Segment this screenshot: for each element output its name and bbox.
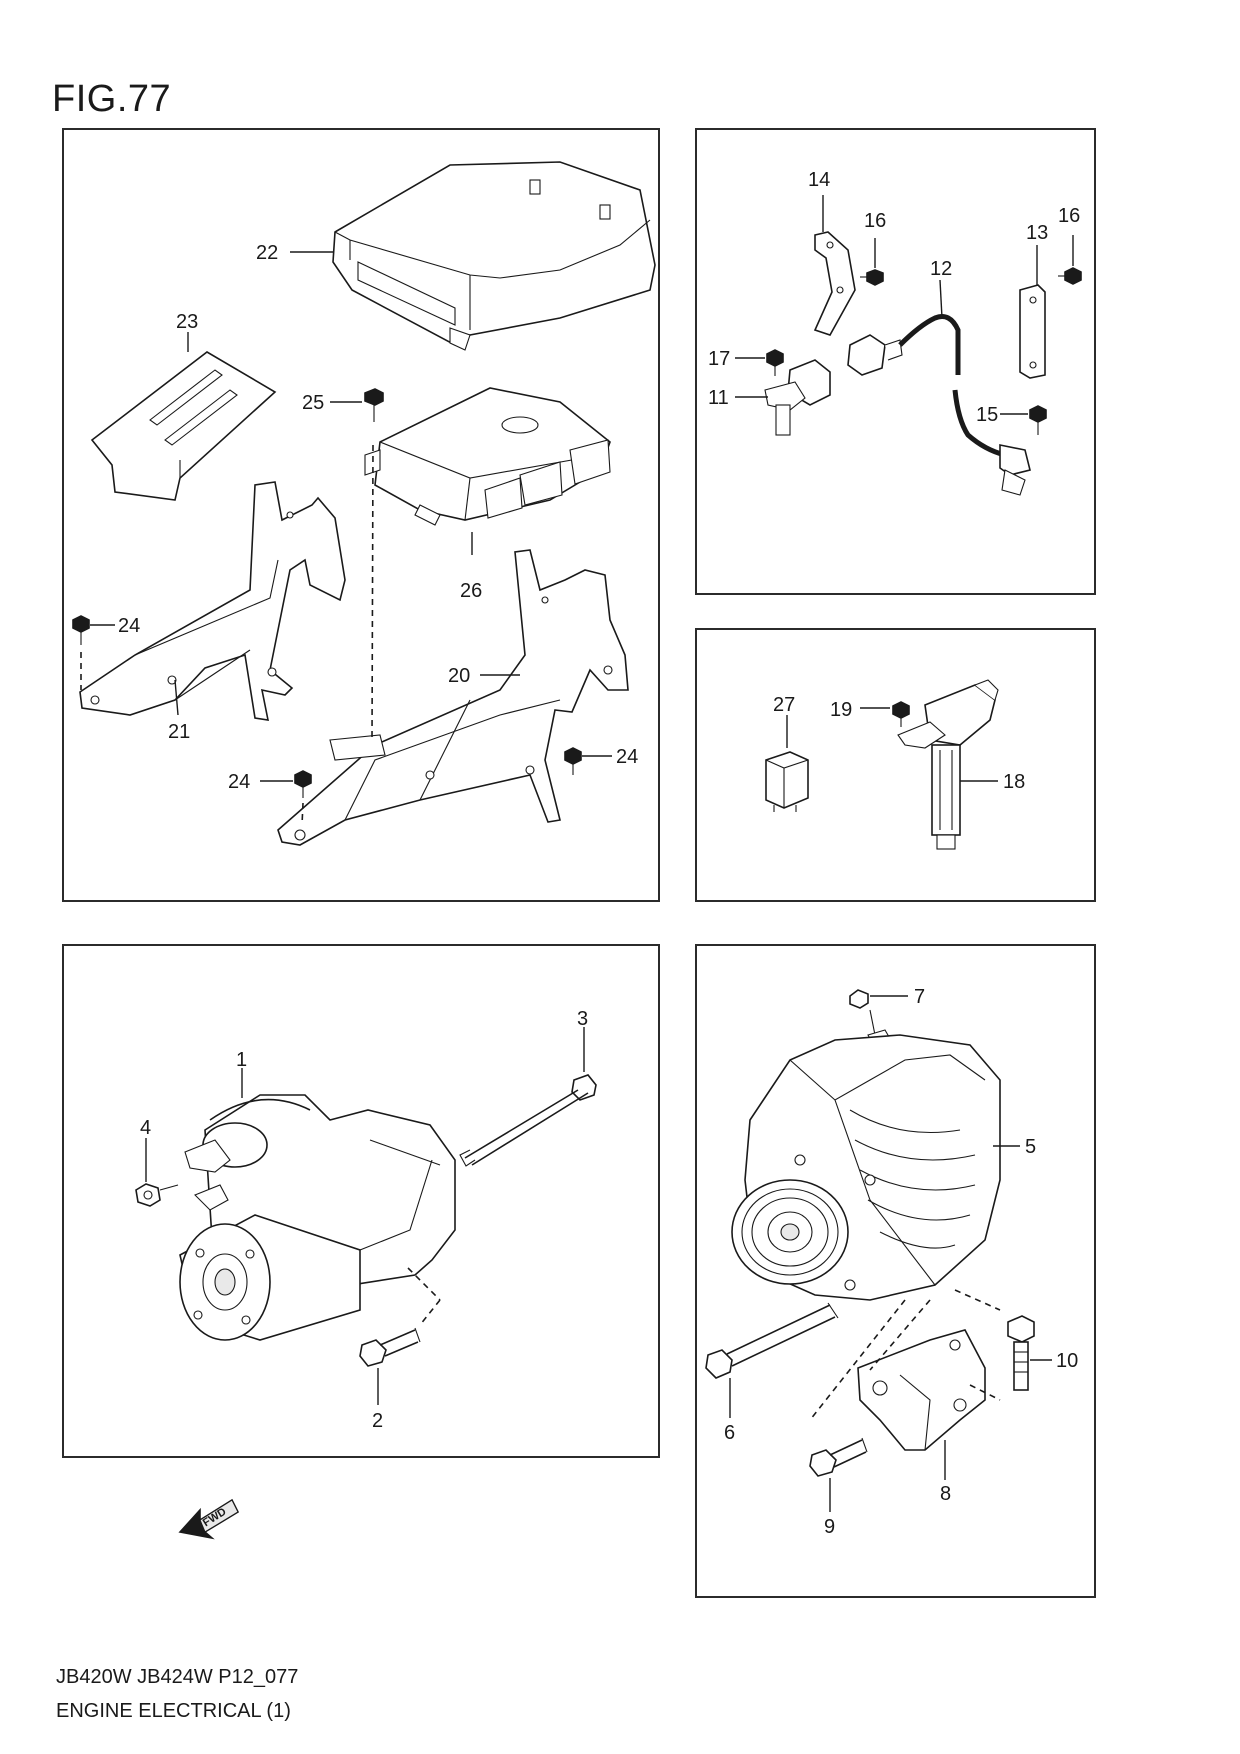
callout-7: 7 [914, 986, 925, 1008]
callout-11: 11 [708, 387, 729, 409]
starter-nut-4 [135, 1138, 179, 1207]
callout-3: 3 [577, 1008, 588, 1030]
bolt-24-mid [294, 770, 312, 826]
ecu-bracket-right [277, 549, 629, 846]
callout-5: 5 [1025, 1136, 1036, 1158]
alternator-bolt-9 [809, 1437, 868, 1512]
callout-25: 25 [302, 392, 324, 414]
callout-2: 2 [372, 1410, 383, 1432]
callout-18: 18 [1003, 771, 1025, 793]
callout-21: 21 [168, 721, 190, 743]
callout-24-right: 24 [616, 746, 638, 768]
callout-1: 1 [236, 1049, 247, 1071]
ecu-bracket-left [79, 481, 346, 721]
callout-8: 8 [940, 1483, 951, 1505]
bolt-24-left [72, 615, 90, 690]
sensor-bracket-13 [1019, 245, 1046, 379]
ecu-module [364, 387, 611, 526]
model-code: JB420W JB424W P12_077 [56, 1666, 299, 1688]
callout-24-left: 24 [118, 615, 140, 637]
callout-23: 23 [176, 311, 198, 333]
bolt-15 [1000, 405, 1047, 435]
relay-27 [765, 715, 809, 812]
callout-26: 26 [460, 580, 482, 602]
alternator-bolt-6 [705, 1302, 839, 1418]
callout-22: 22 [256, 242, 278, 264]
callout-24-mid: 24 [228, 771, 250, 793]
ecu-cover [332, 161, 656, 351]
callout-16-b: 16 [1058, 205, 1080, 227]
callout-12: 12 [930, 258, 952, 280]
callout-16-a: 16 [864, 210, 886, 232]
callout-6: 6 [724, 1422, 735, 1444]
callout-17: 17 [708, 348, 730, 370]
fwd-arrow-icon: FWD [178, 1498, 240, 1540]
bolt-16-b [1058, 235, 1082, 285]
bolt-24-right [564, 747, 582, 775]
alternator-5 [731, 1009, 1020, 1301]
callout-14: 14 [808, 169, 830, 191]
section-title: ENGINE ELECTRICAL (1) [56, 1700, 291, 1722]
panel-ignition-coil [695, 628, 1096, 902]
bolt-19 [860, 701, 910, 727]
leaders-panel-1 [90, 251, 612, 782]
sensor-bracket-14 [813, 195, 856, 336]
callout-10: 10 [1056, 1350, 1078, 1372]
alternator-nut-7 [849, 989, 908, 1009]
ecu-bracket-plate [90, 351, 277, 501]
starter-bolt-2 [359, 1327, 421, 1405]
figure-title: FIG.77 [52, 78, 172, 120]
callout-labels: 22 23 25 26 24 21 20 24 24 14 16 13 16 1… [118, 169, 1080, 1538]
sensor-11 [735, 359, 831, 436]
alternator-bolt-10 [1007, 1315, 1052, 1391]
bolt-17 [735, 349, 784, 376]
alternator-bracket-8 [809, 1289, 1001, 1480]
callout-19: 19 [830, 699, 852, 721]
callout-27: 27 [773, 694, 795, 716]
callout-4: 4 [140, 1117, 151, 1139]
callout-13: 13 [1026, 222, 1048, 244]
bolt-25 [364, 388, 384, 741]
sensor-harness-12 [847, 279, 1031, 496]
starter-motor-1 [179, 1068, 456, 1341]
callout-15: 15 [976, 404, 998, 426]
starter-bolt-3 [459, 1027, 597, 1167]
ignition-coil-18 [897, 679, 999, 850]
bolt-16-a [860, 238, 884, 286]
callout-20: 20 [448, 665, 470, 687]
callout-9: 9 [824, 1516, 835, 1538]
